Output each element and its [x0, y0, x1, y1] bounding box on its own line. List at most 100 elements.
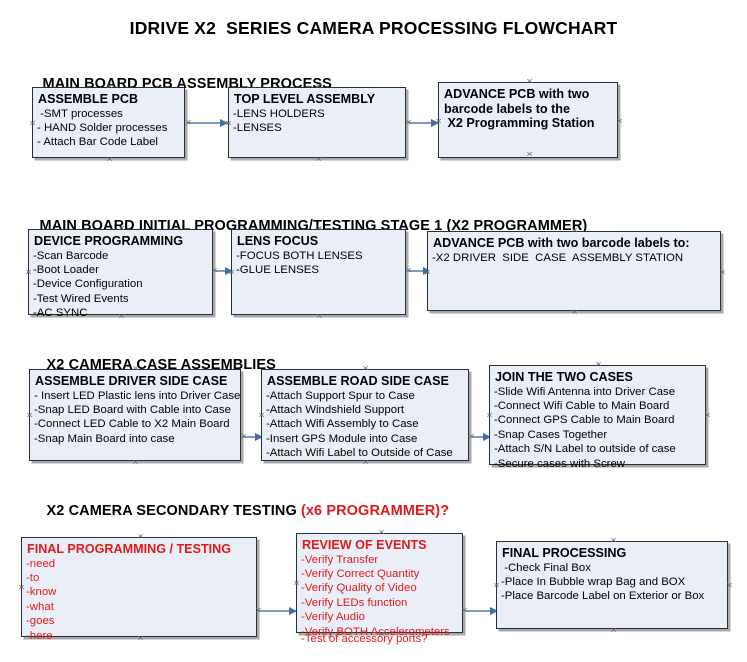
- box-item-list: -need -to -know -what -goes -here: [25, 557, 253, 644]
- box-item-list: -FOCUS BOTH LENSES -GLUE LENSES: [235, 249, 402, 278]
- list-item: -Device Configuration: [33, 278, 143, 291]
- box-item-list: -Scan Barcode -Boot Loader -Device Confi…: [32, 249, 209, 321]
- list-item: -Connect LED Cable to X2 Main Board: [34, 418, 230, 431]
- box-assemble-road-side-case[interactable]: ASSEMBLE ROAD SIDE CASE -Attach Support …: [261, 369, 469, 461]
- box-assemble-driver-side-case[interactable]: ASSEMBLE DRIVER SIDE CASE - Insert LED P…: [29, 369, 241, 461]
- list-item: -Attach Wifi Label to Outside of Case: [266, 447, 453, 460]
- list-item: -Attach Wifi Assembly to Case: [266, 418, 419, 431]
- box-body: JOIN THE TWO CASES -Slide Wifi Antenna i…: [490, 366, 705, 471]
- box-header: ADVANCE PCB with two barcode labels to:: [433, 236, 690, 250]
- list-item: -Boot Loader: [33, 264, 99, 277]
- list-item: -Snap LED Board with Cable into Case: [34, 404, 231, 417]
- list-item: -Verify Quality of Video: [301, 582, 417, 595]
- box-body: DEVICE PROGRAMMING -Scan Barcode -Boot L…: [29, 230, 212, 321]
- list-item: -Verify BOTH Accelerometers: [301, 625, 450, 638]
- list-item: -Test Wired Events: [33, 292, 129, 305]
- list-item: -Connect GPS Cable to Main Board: [494, 414, 675, 427]
- list-item: -what: [26, 600, 54, 613]
- list-item: -Verify LEDs function: [301, 596, 408, 609]
- list-item: -Verify Transfer: [301, 553, 379, 566]
- list-item: -AC SYNC: [33, 307, 88, 320]
- connector-final-programming-to-review-of-events: [258, 606, 297, 615]
- box-body: FINAL PROGRAMMING / TESTING -need -to -k…: [22, 538, 256, 643]
- section-title-x2-camera-secondary-testing: X2 CAMERA SECONDARY TESTING (x6 PROGRAMM…: [30, 487, 450, 535]
- connector-top-level-assembly-to-advance-pcb: [407, 118, 439, 127]
- box-body: REVIEW OF EVENTS -Verify Transfer -Verif…: [297, 534, 462, 639]
- box-header: TOP LEVEL ASSEMBLY: [234, 92, 376, 106]
- list-item: -FOCUS BOTH LENSES: [236, 249, 363, 262]
- box-device-programming[interactable]: DEVICE PROGRAMMING -Scan Barcode -Boot L…: [28, 229, 213, 319]
- list-item: - Attach Bar Code Label: [37, 136, 158, 149]
- list-item: -GLUE LENSES: [236, 264, 319, 277]
- connection-handle-bottom-icon[interactable]: [609, 626, 618, 635]
- list-item: -to: [26, 572, 40, 585]
- list-item: -Slide Wifi Antenna into Driver Case: [494, 385, 676, 398]
- list-item: -here: [26, 629, 53, 642]
- box-review-of-events[interactable]: REVIEW OF EVENTS -Verify Transfer -Verif…: [296, 533, 463, 645]
- box-item-list: -Check Final Box -Place In Bubble wrap B…: [500, 561, 724, 604]
- list-item: -Insert GPS Module into Case: [266, 432, 418, 445]
- list-item: -Snap Cases Together: [494, 428, 608, 441]
- connector-driver-side-to-road-side: [242, 432, 263, 441]
- box-body: ASSEMBLE PCB -SMT processes - HAND Solde…: [33, 88, 184, 150]
- connection-handle-bottom-icon[interactable]: [315, 312, 324, 321]
- list-item: -Snap Main Board into case: [34, 432, 175, 445]
- box-header: JOIN THE TWO CASES: [495, 370, 633, 384]
- list-item: -LENS HOLDERS: [233, 107, 325, 120]
- list-item: -need: [26, 557, 56, 570]
- box-header: ASSEMBLE DRIVER SIDE CASE: [35, 374, 228, 388]
- connector-device-programming-to-lens-focus: [214, 266, 233, 275]
- connection-handle-bottom-icon[interactable]: [131, 458, 140, 467]
- box-header: FINAL PROCESSING: [502, 546, 627, 560]
- list-item: -Connect Wifi Cable to Main Board: [494, 400, 670, 413]
- box-item-list: - Insert LED Plastic lens into Driver Ca…: [33, 389, 241, 447]
- box-final-programming-testing[interactable]: FINAL PROGRAMMING / TESTING -need -to -k…: [21, 537, 257, 642]
- box-header: DEVICE PROGRAMMING: [34, 234, 184, 248]
- box-body: TOP LEVEL ASSEMBLY -LENS HOLDERS -LENSES: [229, 88, 405, 135]
- list-item: - Insert LED Plastic lens into Driver Ca…: [34, 389, 241, 402]
- connection-handle-bottom-icon[interactable]: [314, 155, 323, 164]
- box-header: FINAL PROGRAMMING / TESTING: [27, 542, 232, 556]
- box-body: ASSEMBLE ROAD SIDE CASE -Attach Support …: [262, 370, 468, 461]
- connection-handle-bottom-icon[interactable]: [525, 150, 534, 159]
- box-header: REVIEW OF EVENTS: [302, 538, 427, 552]
- list-item: -SMT processes: [37, 107, 123, 120]
- list-item: -Verify Audio: [301, 611, 365, 624]
- list-item: -LENSES: [233, 122, 282, 135]
- box-join-the-two-cases[interactable]: JOIN THE TWO CASES -Slide Wifi Antenna i…: [489, 365, 706, 470]
- box-item-list: -X2 DRIVER SIDE CASE ASSEMBLY STATION: [431, 251, 717, 265]
- connection-handle-bottom-icon[interactable]: [570, 308, 579, 317]
- list-item: -Attach Support Spur to Case: [266, 389, 415, 402]
- connector-review-of-events-to-final-processing: [464, 606, 498, 615]
- box-final-processing[interactable]: FINAL PROCESSING -Check Final Box -Place…: [496, 541, 728, 629]
- box-body: ADVANCE PCB with two barcode labels to t…: [439, 83, 617, 131]
- section-title-accent: (x6 PROGRAMMER)?: [300, 503, 450, 519]
- box-item-list: -Verify Transfer -Verify Correct Quantit…: [300, 553, 459, 640]
- section-title-text: X2 CAMERA SECONDARY TESTING: [46, 503, 301, 519]
- box-body: ASSEMBLE DRIVER SIDE CASE - Insert LED P…: [30, 370, 240, 446]
- box-advance-pcb-to-programming-station[interactable]: ADVANCE PCB with two barcode labels to t…: [438, 82, 618, 158]
- box-lens-focus[interactable]: LENS FOCUS -FOCUS BOTH LENSES -GLUE LENS…: [231, 229, 406, 315]
- connection-handle-bottom-icon[interactable]: [105, 155, 114, 164]
- list-item: -know: [26, 586, 57, 599]
- connection-handle-right-icon[interactable]: [718, 268, 727, 277]
- box-header: ASSEMBLE ROAD SIDE CASE: [267, 374, 449, 388]
- list-item: -Verify Correct Quantity: [301, 568, 420, 581]
- page-title: IDRIVE X2 SERIES CAMERA PROCESSING FLOWC…: [129, 18, 618, 38]
- connector-road-side-to-join-cases: [470, 432, 491, 441]
- box-assemble-pcb[interactable]: ASSEMBLE PCB -SMT processes - HAND Solde…: [32, 87, 185, 158]
- box-body: ADVANCE PCB with two barcode labels to: …: [428, 232, 720, 265]
- box-header: LENS FOCUS: [237, 234, 319, 248]
- list-item: -X2 DRIVER SIDE CASE ASSEMBLY STATION: [432, 251, 684, 264]
- box-header: ASSEMBLE PCB: [38, 92, 139, 106]
- box-advance-pcb-to-driver-side-case-assembly[interactable]: ADVANCE PCB with two barcode labels to: …: [427, 231, 721, 311]
- box-top-level-assembly[interactable]: TOP LEVEL ASSEMBLY -LENS HOLDERS -LENSES: [228, 87, 406, 158]
- box-item-list: -LENS HOLDERS -LENSES: [232, 107, 402, 136]
- list-item: -Place In Bubble wrap Bag and BOX: [501, 576, 686, 589]
- list-item: -Check Final Box: [501, 561, 591, 574]
- list-item: -Secure cases with Screw: [494, 457, 626, 470]
- list-item: -goes: [26, 615, 55, 628]
- box-item-list: -Slide Wifi Antenna into Driver Case -Co…: [493, 385, 702, 472]
- list-item: -Scan Barcode: [33, 249, 109, 262]
